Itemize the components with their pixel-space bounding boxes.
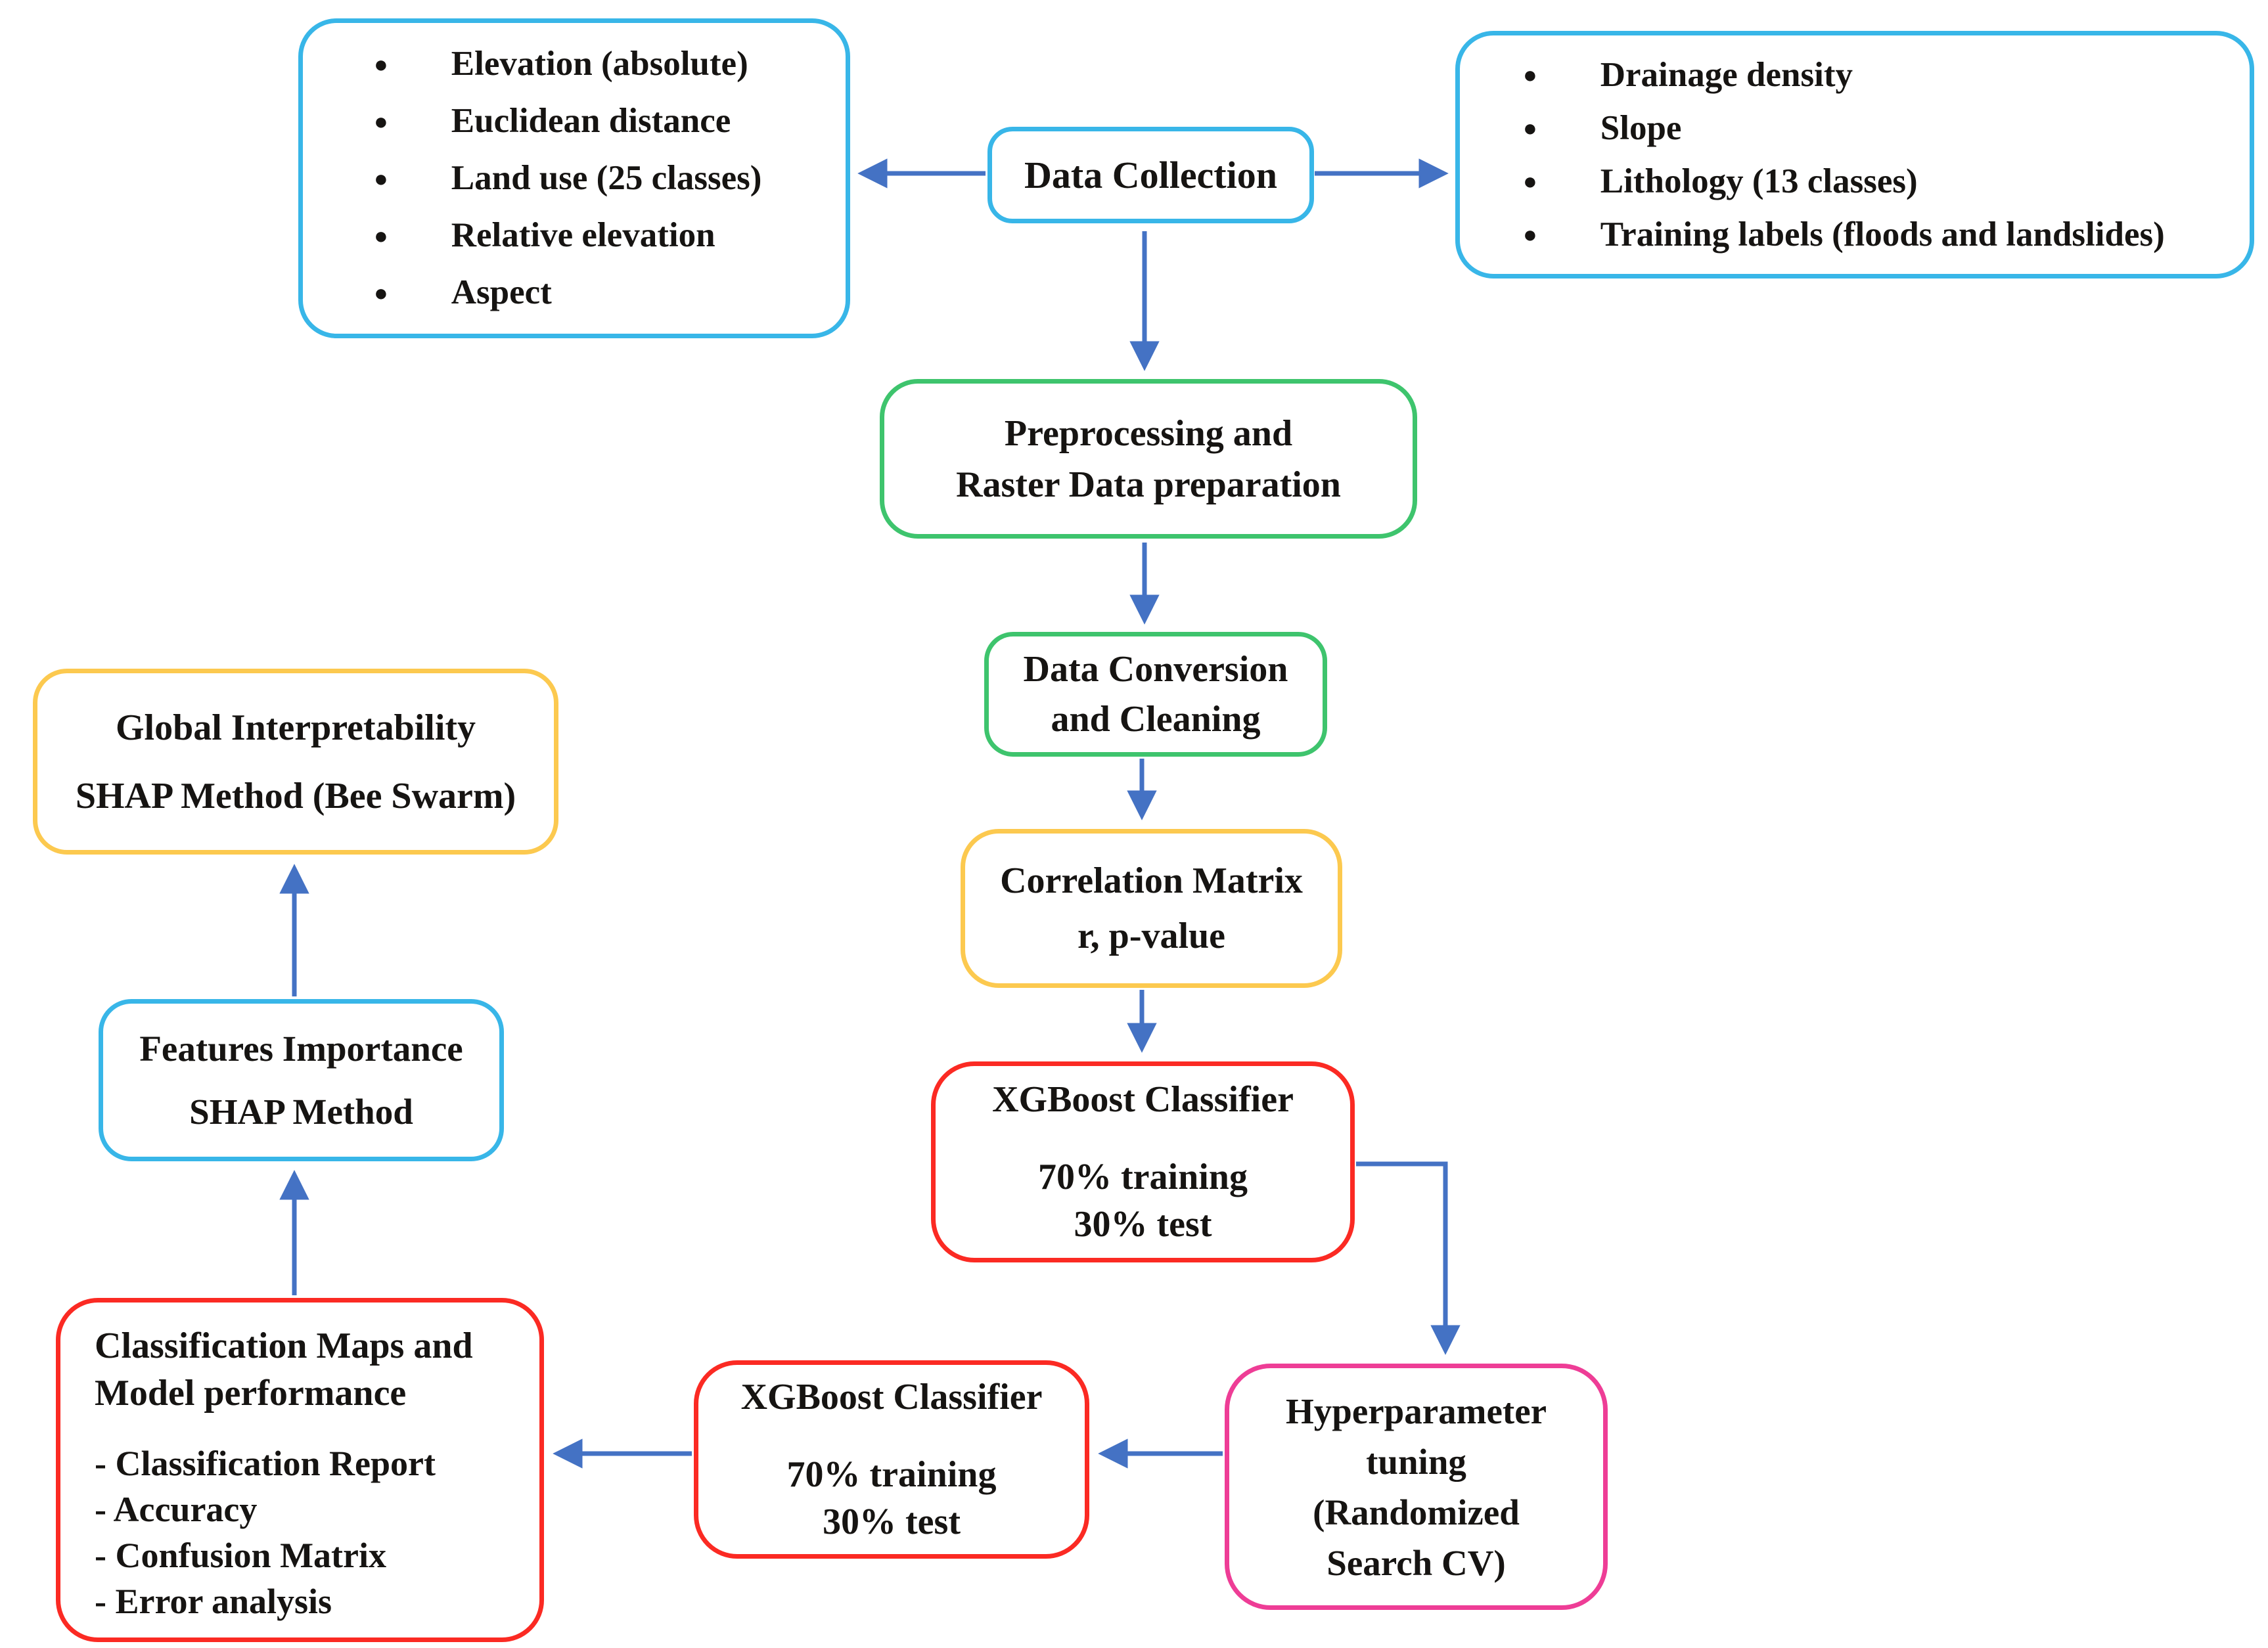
box-terrain-data-sources: ● Elevation (absolute) ● Euclidean distanc… — [298, 18, 850, 338]
box-label-line: Correlation Matrix — [1000, 860, 1303, 901]
list-item: ● Drainage density — [1523, 49, 2234, 102]
box-label-line: Hyperparameter — [1285, 1391, 1547, 1431]
list-item-label: Relative elevation — [451, 216, 715, 254]
list-item: - Confusion Matrix — [95, 1536, 386, 1575]
box-title: XGBoost Classifier — [992, 1079, 1294, 1120]
list-item: - Accuracy — [95, 1490, 258, 1529]
list-item-label: Aspect — [451, 273, 552, 311]
box-data-conversion: Data Conversion and Cleaning — [984, 632, 1327, 757]
list-item-label: Euclidean distance — [451, 102, 731, 140]
list-item: ● Training labels (floods and landslides) — [1523, 208, 2234, 261]
bullet-icon: ● — [1523, 115, 1537, 141]
list-item: ● Slope — [1523, 102, 2234, 155]
list-item: - Classification Report — [95, 1444, 436, 1483]
box-data-collection: Data Collection — [987, 127, 1314, 223]
box-correlation-matrix: Correlation Matrix r, p-value — [961, 829, 1342, 988]
bullet-icon: ● — [1523, 221, 1537, 248]
box-features-importance: Features Importance SHAP Method — [99, 999, 504, 1161]
geo-source-list: ● Drainage density ● Slope ● Lithology (13 … — [1523, 49, 2234, 261]
list-item: ● Aspect — [374, 264, 826, 321]
box-label-line: tuning — [1366, 1441, 1466, 1482]
list-item: ● Relative elevation — [374, 207, 826, 264]
box-title-line: Classification Maps and — [95, 1325, 473, 1366]
box-label-line: r, p-value — [1077, 916, 1226, 956]
box-label-line: Global Interpretability — [115, 707, 476, 748]
bullet-icon: ● — [1523, 168, 1537, 194]
bullet-icon: ● — [374, 51, 388, 78]
list-item: - Error analysis — [95, 1582, 332, 1621]
list-item-label: Training labels (floods and landslides) — [1600, 215, 2165, 254]
box-classification-maps-performance: Classification Maps and Model performanc… — [56, 1298, 544, 1642]
box-label-line: SHAP Method (Bee Swarm) — [75, 775, 516, 816]
box-label-line: Data Conversion — [1023, 649, 1288, 690]
box-label-line: Features Importance — [139, 1028, 463, 1069]
list-item: ● Land use (25 classes) — [374, 150, 826, 207]
bullet-icon: ● — [374, 279, 388, 306]
terrain-source-list: ● Elevation (absolute) ● Euclidean distanc… — [374, 35, 826, 321]
box-label-line: Raster Data preparation — [956, 464, 1341, 505]
box-label-line: (Randomized — [1313, 1492, 1520, 1532]
list-item-label: Elevation (absolute) — [451, 45, 748, 83]
box-title-line: Model performance — [95, 1373, 407, 1414]
box-label: Data Collection — [1024, 154, 1277, 196]
list-item: ● Euclidean distance — [374, 93, 826, 150]
bullet-icon: ● — [374, 222, 388, 249]
bullet-icon: ● — [374, 108, 388, 135]
box-label-line: 30% test — [1074, 1204, 1212, 1245]
box-title: XGBoost Classifier — [740, 1377, 1043, 1417]
box-label-line: 70% training — [1038, 1157, 1248, 1197]
box-geo-data-sources: ● Drainage density ● Slope ● Lithology (13 … — [1455, 31, 2254, 278]
box-preprocessing: Preprocessing and Raster Data preparatio… — [880, 379, 1417, 539]
box-hyperparameter-tuning: Hyperparameter tuning (Randomized Search… — [1225, 1364, 1608, 1610]
arrow-xgboost-top-to-hyperparameter — [1356, 1161, 1461, 1355]
list-item-label: Slope — [1600, 108, 1682, 147]
box-label-line: 30% test — [823, 1502, 961, 1542]
bullet-icon: ● — [374, 165, 388, 192]
list-item-label: Drainage density — [1600, 55, 1853, 94]
list-item: ● Elevation (absolute) — [374, 35, 826, 93]
performance-metric-list: - Classification Report - Accuracy - Con… — [95, 1440, 526, 1624]
box-label-line: Preprocessing and — [1004, 412, 1293, 454]
box-label-line: Search CV) — [1327, 1542, 1506, 1583]
box-global-interpretability: Global Interpretability SHAP Method (Bee… — [33, 669, 558, 855]
list-item-label: Land use (25 classes) — [451, 159, 762, 197]
list-item: ● Lithology (13 classes) — [1523, 155, 2234, 208]
box-label-line: 70% training — [786, 1454, 997, 1495]
box-xgboost-classifier-bottom: XGBoost Classifier 70% training 30% test — [694, 1360, 1089, 1559]
box-xgboost-classifier-top: XGBoost Classifier 70% training 30% test — [931, 1061, 1355, 1262]
list-item-label: Lithology (13 classes) — [1600, 162, 1918, 200]
box-label-line: SHAP Method — [189, 1091, 413, 1132]
box-label-line: and Cleaning — [1051, 699, 1261, 740]
bullet-icon: ● — [1523, 62, 1537, 88]
